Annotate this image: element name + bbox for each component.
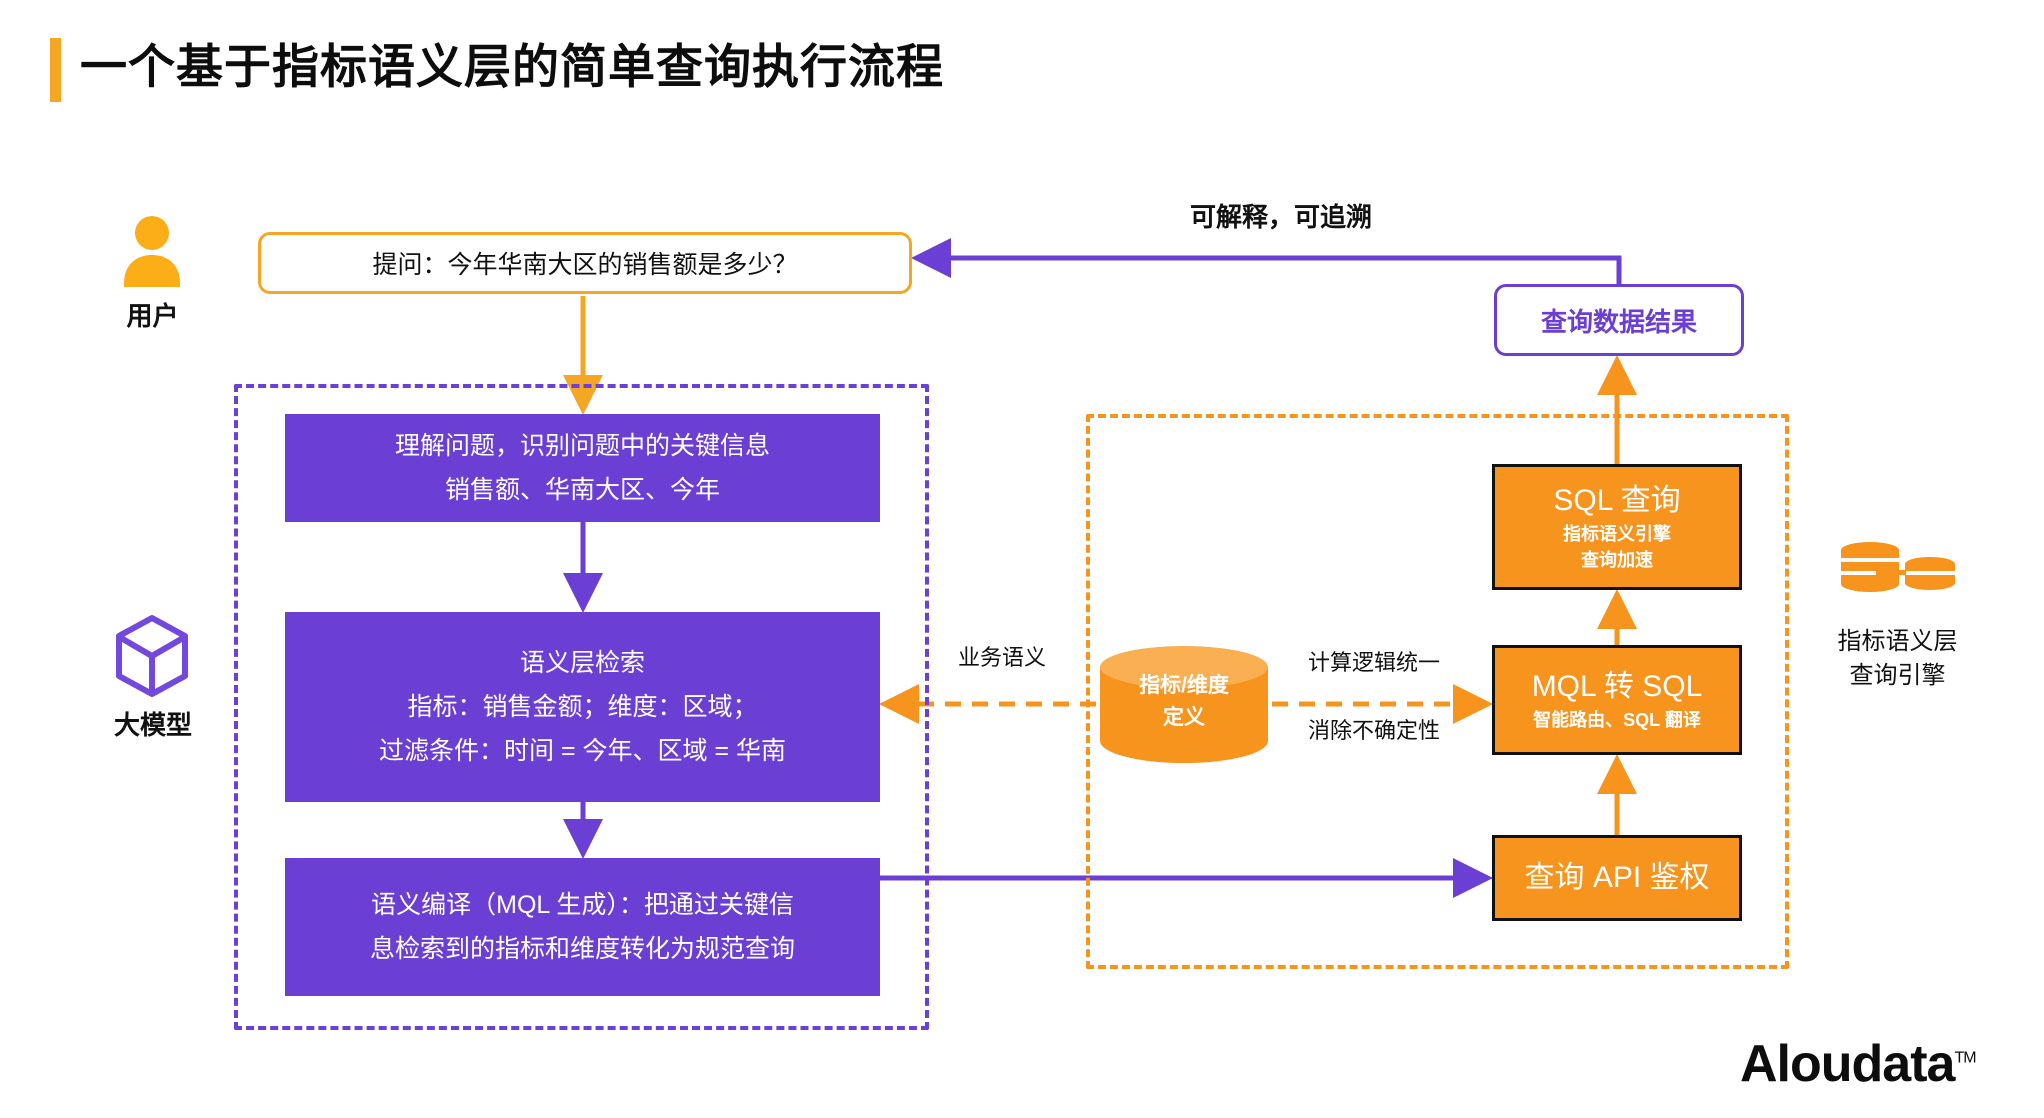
llm-label: 大模型 [113, 710, 192, 740]
step-line: 理解问题，识别问题中的关键信息 [394, 432, 770, 460]
step-subtitle: 智能路由、SQL 翻译 [1533, 710, 1701, 730]
arrow-result-to-question [910, 238, 1622, 284]
metric-store-cylinder[interactable] [1098, 645, 1270, 763]
user-label: 用户 [126, 301, 179, 331]
question-bubble[interactable]: 提问：今年华南大区的销售额是多少？ [258, 232, 912, 294]
edge-label-traceability: 可解释，可追溯 [1190, 202, 1373, 232]
step-understand-question[interactable]: 理解问题，识别问题中的关键信息 销售额、华南大区、今年 [285, 414, 880, 522]
step-line: 语义编译（MQL 生成）：把通过关键信 [371, 891, 794, 919]
engine-legend-label: 指标语义层 查询引擎 [1790, 625, 2005, 693]
engine-zone-container [1086, 414, 1789, 969]
llm-zone-container [234, 384, 929, 1030]
brand-logo-text: Aloudata [1740, 1035, 1955, 1093]
result-bubble[interactable]: 查询数据结果 [1494, 284, 1744, 356]
step-title: 查询 API 鉴权 [1524, 861, 1710, 894]
step-line: 指标：销售金额；维度：区域； [407, 693, 758, 721]
edge-label-unified-logic: 计算逻辑统一 [1308, 650, 1441, 675]
title-accent-bar [50, 38, 61, 102]
question-text: 提问：今年华南大区的销售额是多少？ [372, 251, 798, 279]
step-line: 语义层检索 [519, 649, 645, 677]
result-label: 查询数据结果 [1540, 306, 1697, 337]
trademark-mark: TM [1954, 1049, 1976, 1067]
step-line: 销售额、华南大区、今年 [444, 476, 720, 504]
step-line: 息检索到的指标和维度转化为规范查询 [369, 935, 795, 963]
brand-logo: AloudataTM [1740, 1034, 1977, 1094]
step-semantic-compile[interactable]: 语义编译（MQL 生成）：把通过关键信 息检索到的指标和维度转化为规范查询 [285, 858, 880, 996]
cube-icon [116, 615, 188, 697]
step-subtitle: 查询加速 [1581, 550, 1653, 570]
page-title: 一个基于指标语义层的简单查询执行流程 [80, 40, 944, 93]
edge-label-remove-uncertainty: 消除不确定性 [1308, 718, 1441, 743]
step-sql-query[interactable]: SQL 查询 指标语义引擎 查询加速 [1492, 464, 1742, 590]
step-semantic-retrieval[interactable]: 语义层检索 指标：销售金额；维度：区域； 过滤条件：时间 = 今年、区域 = 华… [285, 612, 880, 802]
database-icon [1841, 542, 1955, 592]
step-line: 过滤条件：时间 = 今年、区域 = 华南 [379, 737, 786, 765]
engine-legend-line: 查询引擎 [1849, 662, 1946, 689]
edge-label-business-semantics: 业务语义 [958, 645, 1047, 670]
step-subtitle: 指标语义引擎 [1563, 524, 1671, 544]
user-icon [124, 216, 180, 287]
step-mql-to-sql[interactable]: MQL 转 SQL 智能路由、SQL 翻译 [1492, 645, 1742, 755]
step-title: MQL 转 SQL [1531, 670, 1703, 703]
step-title: SQL 查询 [1553, 484, 1681, 517]
step-query-api-auth[interactable]: 查询 API 鉴权 [1492, 835, 1742, 921]
engine-legend-line: 指标语义层 [1837, 628, 1958, 655]
